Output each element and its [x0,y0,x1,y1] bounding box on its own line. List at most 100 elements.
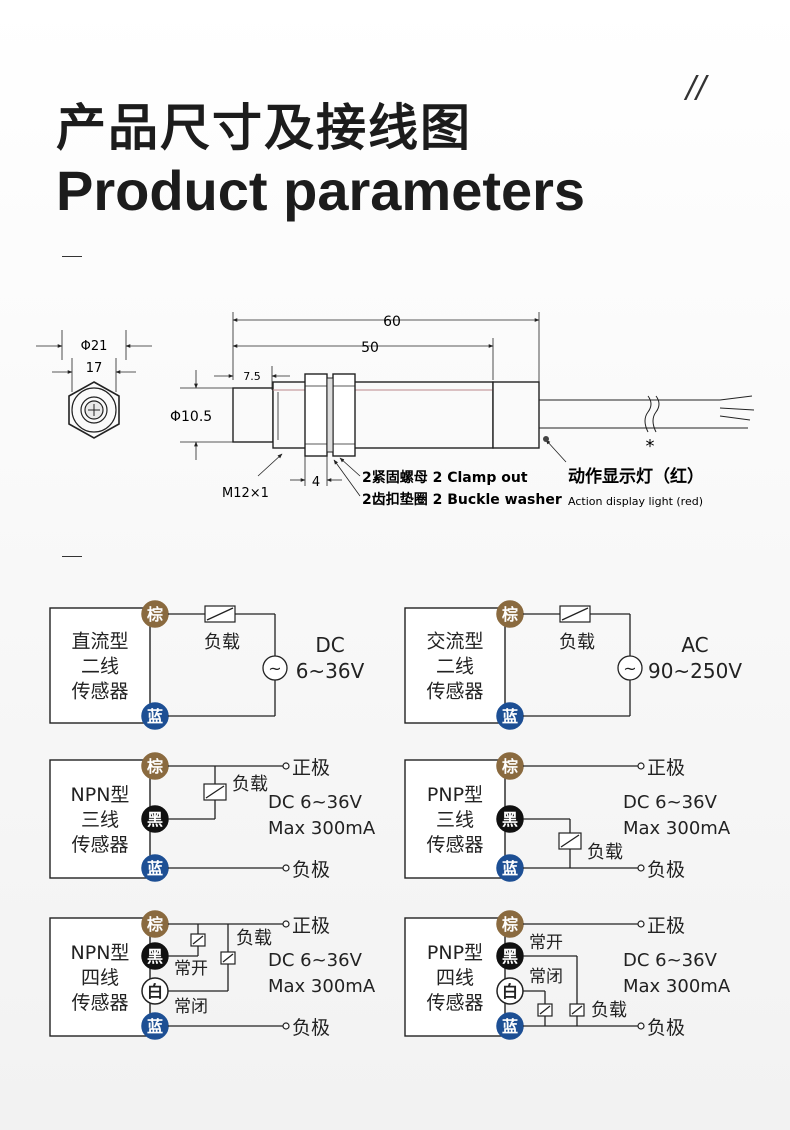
power-range-label: Max 300mA [268,818,376,839]
terminal-icon [282,1022,290,1030]
front-outer-dia-label: Φ21 [81,339,108,354]
section-divider-2 [62,556,82,557]
power-type-label: DC 6~36V [623,792,718,813]
load-relay-slash [560,834,580,848]
sensor-type-label: 传感器 [71,992,128,1014]
sensor-type-label: 三线 [436,809,474,831]
sensor-type-label: 四线 [81,967,119,989]
page-title-cn: 产品尺寸及接线图 [56,99,472,157]
sensor-type-label: 三线 [81,809,119,831]
positive-label: 正极 [292,757,330,779]
load-label: 负载 [587,842,623,863]
negative-label: 负极 [647,1017,685,1039]
clamp-nut-callout: 2紧固螺母 2 Clamp out [362,469,528,486]
page-title-en: Product parameters [56,159,586,222]
sensor-type-label: 二线 [81,656,119,678]
front-width-label: 17 [86,361,103,376]
wire-color-label: 棕 [147,605,163,624]
sensor-type-label: 传感器 [426,834,483,856]
wire-color-label: 蓝 [147,707,163,726]
sensor-type-label: 传感器 [426,992,483,1014]
load-relay-slash [222,953,234,963]
wire-color-label: 蓝 [502,1017,518,1036]
sensor-type-label: PNP型 [427,784,483,806]
body-length-label: 50 [361,340,379,356]
sensor-type-box [404,607,506,724]
terminal-icon [637,920,645,928]
power-range-label: Max 300mA [623,976,731,997]
side-view [180,312,755,497]
dimension-drawing: Φ21 17 [36,312,755,508]
positive-label: 正极 [647,915,685,937]
slash-mark: // [686,70,707,105]
nut-width-label: 4 [312,475,320,490]
sensor-type-label: 传感器 [71,681,128,703]
section-divider-1 [62,256,82,257]
negative-label: 负极 [647,859,685,881]
power-range-label: Max 300mA [268,976,376,997]
total-length-label: 60 [383,314,401,330]
negative-label: 负极 [292,859,330,881]
ac-source-icon [262,655,288,681]
sensor-type-label: 交流型 [426,631,483,653]
load-relay-slash [539,1005,551,1015]
terminal-icon [637,762,645,770]
power-type-label: AC [681,633,708,657]
wire-color-label: 黑 [502,810,518,829]
thread-label: M12×1 [222,486,269,501]
sensor-type-label: 直流型 [71,631,128,653]
power-range-label: 90~250V [648,659,742,683]
power-type-label: DC 6~36V [268,950,363,971]
sensor-type-box [404,917,506,1037]
wire-color-label: 棕 [502,605,518,624]
no-label: 常开 [174,959,208,979]
positive-label: 正极 [647,757,685,779]
sensor-type-box [49,607,151,724]
ac-source-symbol: ~ [623,659,636,678]
load-label: 负载 [232,774,268,795]
power-type-label: DC [315,633,344,657]
cable-mark: * [646,436,655,457]
load-relay-slash [561,607,589,621]
wire-color-label: 棕 [502,915,518,934]
wire-color-label: 黑 [147,947,163,966]
wire-color-label: 蓝 [502,859,518,878]
load-label: 负载 [559,632,595,653]
wire-color-label: 棕 [502,757,518,776]
negative-label: 负极 [292,1017,330,1039]
sensor-type-box [49,917,151,1037]
load-label: 负载 [236,928,272,949]
terminal-icon [282,864,290,872]
wire-color-label: 蓝 [147,859,163,878]
positive-label: 正极 [292,915,330,937]
power-type-label: DC 6~36V [268,792,363,813]
washer-callout: 2齿扣垫圈 2 Buckle washer [362,491,562,508]
nc-label: 常闭 [174,997,208,1017]
sensor-type-label: NPN型 [71,942,130,964]
load-relay-slash [206,607,234,621]
terminal-icon [282,920,290,928]
wire-color-label: 黑 [147,810,163,829]
wire-color-label: 棕 [147,757,163,776]
ac-source-icon [617,655,643,681]
load-relay-slash [192,935,204,945]
load-relay-slash [205,785,225,799]
sensor-type-label: NPN型 [71,784,130,806]
power-type-label: DC 6~36V [623,950,718,971]
sensor-type-label: 二线 [436,656,474,678]
sensor-type-label: PNP型 [427,942,483,964]
front-view [36,330,152,439]
wire-color-label: 棕 [147,915,163,934]
load-label: 负载 [591,1000,627,1021]
power-range-label: 6~36V [296,659,365,683]
load-relay-slash [571,1005,583,1015]
wire-color-label: 黑 [502,947,518,966]
power-range-label: Max 300mA [623,818,731,839]
wire-color-label: 白 [147,982,163,1001]
nc-label: 常闭 [529,967,563,987]
